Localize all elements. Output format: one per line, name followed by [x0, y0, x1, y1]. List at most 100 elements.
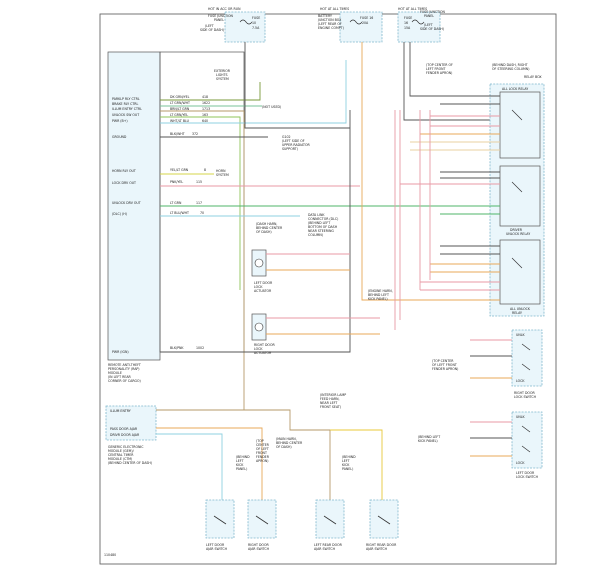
rdas-loc4: FENDER — [256, 455, 270, 459]
rdls-l1: LOCK SWITCH — [514, 395, 537, 399]
pin-label-2: ILLUM ENTRY CTRL — [112, 107, 142, 111]
switch-icon — [323, 515, 337, 525]
ldls-l0: LEFT DOOR — [516, 471, 535, 475]
engine-harn-l1: BEHIND LEFT — [368, 293, 389, 297]
feed-fuse3b — [409, 42, 490, 97]
fuse1-l7: SIDE OF DASH) — [200, 28, 224, 32]
module-label-0: REMOTE ANTI-THEFT — [108, 363, 141, 367]
relay-wires: (TOP CENTER OF LEFT FRONT FENDER APRON) … — [368, 63, 500, 330]
ltact-l2: ACTUATOR — [254, 289, 272, 293]
wire-pwr-ign — [160, 110, 351, 353]
ldas-loc1: LEFT — [236, 459, 244, 463]
gem-l0: GENERIC ELECTRONIC — [108, 445, 144, 449]
module-pins: PARKLP RLY CTRL BRAKE RLY CTRL ILLUM ENT… — [112, 95, 210, 354]
relay-w10 — [420, 281, 500, 291]
pin-wire-2: BRN/LT GRN — [170, 107, 190, 111]
engine-harn-l0: (ENGINE HARN, — [368, 289, 393, 293]
horn-l0: HORN — [216, 169, 226, 173]
pin-num-0: 418 — [202, 95, 208, 99]
fuse1-l5: 7.5A — [252, 26, 260, 30]
ldas-l1: AJAR SWITCH — [206, 547, 228, 551]
gem-module: GENERIC ELECTRONIC MODULE (GEM)/ CENTRAL… — [105, 393, 383, 500]
blk-l0: (BEHIND LEFT — [418, 435, 440, 439]
feed-fuse1 — [244, 42, 350, 129]
pin-label-4: PWR (B+) — [112, 119, 128, 123]
fuse-box-2: HOT AT ALL TIMES BATTERY JUNCTION BOX (L… — [317, 7, 383, 43]
fuse-box-1: HOT IN ACC OR RUN FUSE JUNCTION PANEL FU… — [200, 7, 266, 43]
fuse3-l3: FUSE — [404, 16, 412, 20]
relay-switch-icons — [511, 109, 523, 269]
motor-icon — [254, 322, 264, 332]
dlc-l4: NEAR STEERING — [308, 229, 334, 233]
g102-l1: (LEFT SIDE OF — [282, 139, 305, 143]
fuse2-l1: BATTERY — [318, 14, 332, 18]
fuse3-heading: HOT AT ALL TIMES — [398, 7, 427, 11]
feed-fuse2 — [361, 42, 395, 301]
fuse1-l2: PANEL — [214, 18, 224, 22]
topcenter2-l0: (TOP CENTER — [432, 359, 454, 363]
fuse1-l1: FUSE JUNCTION — [208, 14, 233, 18]
fuse2-l5: FUSE 16 — [360, 16, 373, 20]
module-label-4: CORNER OF CARGO) — [108, 379, 141, 383]
wire-pwr — [160, 60, 347, 124]
rap-module-label: REMOTE ANTI-THEFT PERSONALITY (RAP) MODU… — [108, 363, 141, 383]
fuse1-heading: HOT IN ACC OR RUN — [208, 7, 241, 11]
driver-unlock-l0: DRIVER — [510, 228, 523, 232]
rrdas-loc2: KICK — [342, 463, 350, 467]
pin-wire-3: LT GRN/YEL — [170, 113, 188, 117]
relay-w2 — [430, 115, 500, 127]
module-label-2: MODULE — [108, 371, 122, 375]
fuse3-symbol — [411, 19, 425, 25]
horn-l1: SYSTEM — [216, 173, 229, 177]
pin-num-6: 8 — [204, 168, 206, 172]
fuse3-l2: PANEL — [424, 14, 434, 18]
pin-wire-9: LT BLU/WHT — [170, 211, 189, 215]
left-door-lock-switch: UNLK LOCK LEFT DOOR LOCK SWITCH (BEHIND … — [418, 411, 543, 479]
switch-icon — [521, 343, 531, 371]
relay-w1 — [440, 95, 500, 105]
rdls-l0: RIGHT DOOR — [514, 391, 535, 395]
gem-wire-pass — [156, 427, 263, 500]
pin-num-5: 372 — [192, 132, 198, 136]
wire-unlock-sw — [160, 116, 241, 290]
rdas-loc0: (TOP — [256, 439, 264, 443]
fuse2-l4: ENGINE COMPT) — [318, 26, 344, 30]
pin-label-6: HORN RLY OUT — [112, 169, 136, 173]
lrdas-loc0: (MAIN HARN, — [276, 437, 297, 441]
rrdas-loc3: PANEL) — [342, 467, 353, 471]
fuse2-heading: HOT AT ALL TIMES — [320, 7, 349, 11]
switch-icon — [213, 515, 227, 525]
fuse2-l2: JUNCTION BOX — [317, 18, 342, 22]
fuse2-l3: (LEFT REAR OF — [318, 22, 342, 26]
pin-num-4: 640 — [202, 119, 208, 123]
fuse-feeds — [244, 42, 490, 301]
ld-lock-label: LOCK — [516, 461, 525, 465]
g102-l2: UPPER RADIATOR — [282, 143, 310, 147]
ldas-l0: LEFT DOOR — [206, 543, 225, 547]
dlc-l0: DATA LINK — [308, 213, 325, 217]
fuse1-l3: FUSE — [252, 16, 260, 20]
gem-l4: (BEHIND CENTER OF DASH) — [108, 461, 152, 465]
pin-wire-7: PNK/YEL — [170, 180, 183, 184]
all-lock-relay — [499, 91, 541, 159]
pin-label-7: LOCK DRV OUT — [112, 181, 136, 185]
relay-w4 — [410, 141, 500, 151]
rd-unlock-label: UNLK — [516, 333, 525, 337]
all-unlock-relay — [499, 239, 541, 305]
pin-num-3: 163 — [202, 113, 208, 117]
pin-wire-1: LT GRN/WHT — [170, 101, 190, 105]
dlc-l1: CONNECTOR (DLC) — [308, 217, 338, 221]
rtact-l0: RIGHT DOOR — [254, 343, 275, 347]
fuse-box-3: HOT AT ALL TIMES FUSE JUNCTION PANEL FUS… — [397, 7, 445, 43]
fuse3-l6: (LEFT — [424, 23, 433, 27]
dash-harn-l0: (DASH HARN, — [256, 222, 277, 226]
rdas-loc3: FRONT — [256, 451, 267, 455]
pin-label-8: UNLOCK DRV OUT — [112, 201, 141, 205]
pin-label-9: (DLC) (H) — [112, 212, 127, 216]
right-rear-door-ajar-switch: RIGHT REAR DOOR AJAR SWITCH (BEHIND LEFT… — [342, 455, 399, 551]
relay-box-label: RELAY BOX — [524, 75, 542, 79]
gem-pin-2: DRIVR DOOR AJAR — [110, 433, 140, 437]
dash-harn-l2: OF DASH) — [256, 230, 272, 234]
rdas-loc5: APRON) — [256, 459, 268, 463]
left-door-lock-actuator: LEFT DOOR LOCK ACTUATOR — [251, 249, 350, 293]
